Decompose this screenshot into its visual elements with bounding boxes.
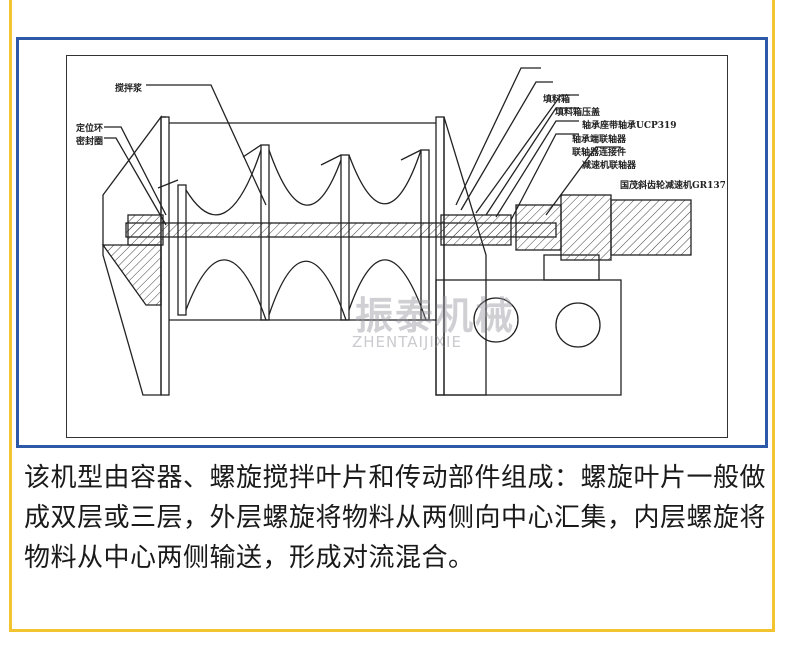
label-locating-ring: 定位环 (76, 124, 104, 134)
label-bearing-seat: 轴承座带轴承UCP319 (582, 118, 677, 131)
label-agitator-paddle: 搅拌浆 (115, 84, 143, 94)
label-stuffing-box: 填料箱 (543, 95, 571, 105)
watermark-logo-en: ZHENTAIJIXIE (352, 333, 462, 351)
label-bearing-coupling: 轴承端联轴器 (572, 135, 627, 145)
outer-frame (9, 0, 775, 632)
description-caption: 该机型由容器、螺旋搅拌叶片和传动部件组成：螺旋叶片一般做成双层或三层，外层螺旋将… (24, 463, 767, 573)
label-seal-ring: 密封圈 (76, 137, 104, 147)
watermark-logo: 振泰机械 (355, 294, 516, 338)
mixer-technical-drawing (66, 55, 728, 438)
label-gear-reducer: 国茂斜齿轮减速机GR137 (620, 181, 725, 191)
label-reducer-coupling: 减速机联轴器 (582, 161, 637, 171)
label-stuffing-box-gland: 填料箱压盖 (555, 108, 601, 118)
label-bearing-seat-text: 轴承座带轴承UCP319 (582, 121, 677, 131)
label-coupling-connector: 联轴器连接件 (572, 148, 627, 158)
